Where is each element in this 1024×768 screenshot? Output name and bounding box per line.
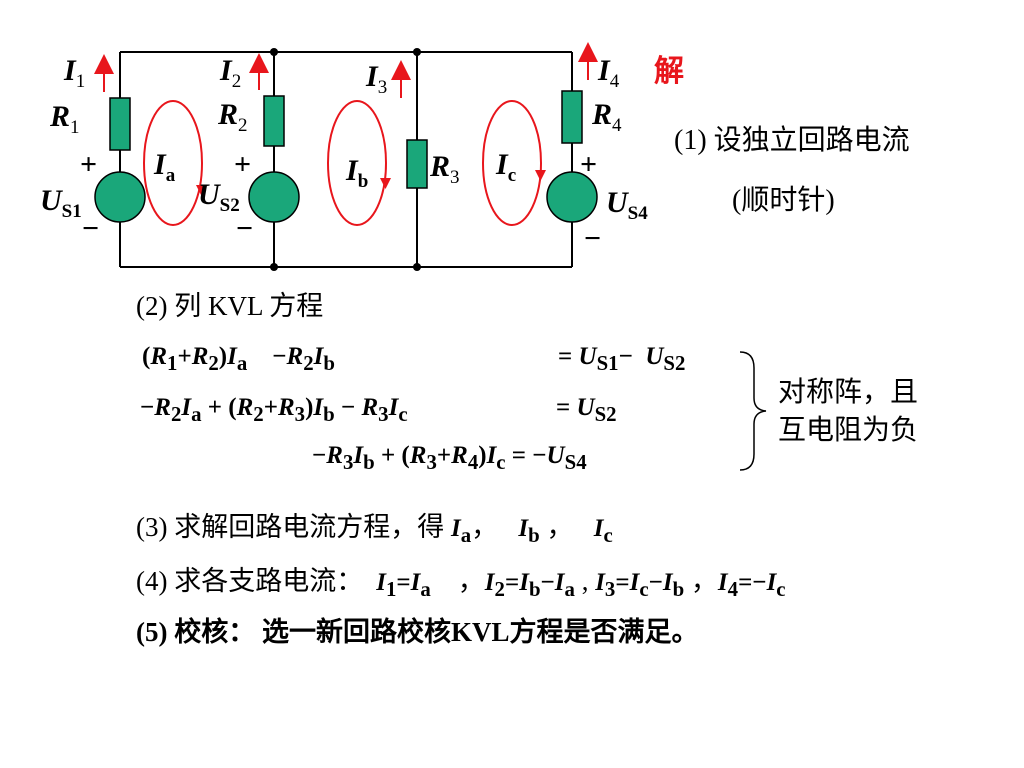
equation-brace [739, 351, 767, 471]
circuit-wires [119, 51, 573, 268]
resistor-r1 [109, 97, 131, 151]
current-label-i3: I3 [366, 60, 388, 98]
resistor-label-r3: R3 [430, 150, 460, 188]
loop-arrow-ia [196, 185, 207, 196]
step4: (4) 求各支路电流： I1=Ia ，I2=Ib−Ia , I3=Ic−Ib ，… [136, 566, 786, 601]
resistor-label-r2: R2 [218, 98, 248, 136]
note-line1: 对称阵，且 [778, 377, 919, 408]
solution-label: 解 [654, 55, 684, 88]
loop-label-ia: Ia [154, 148, 176, 186]
loop-arrow-ic [535, 170, 546, 181]
kvl-equation-2: −R2Ia + (R2+R3)Ib − R3Ic [140, 394, 408, 426]
minus-sign-us2: − [236, 212, 254, 245]
loop-current-ia [143, 100, 203, 226]
note-line2: 互电阻为负 [778, 415, 919, 446]
step2-heading: (2) 列 KVL 方程 [136, 291, 324, 321]
voltage-source-us2 [248, 171, 300, 223]
plus-sign-us2: + [234, 148, 252, 181]
junction-nodes [270, 48, 421, 271]
plus-sign-us1: + [80, 148, 98, 181]
kvl-equation-3: −R3Ib + (R3+R4)Ic = −US4 [312, 442, 587, 474]
source-label-us4: US4 [606, 186, 648, 224]
loop-current-ib [327, 100, 387, 226]
loop-label-ic: Ic [496, 148, 517, 186]
resistor-r3 [406, 139, 428, 189]
voltage-source-us1 [94, 171, 146, 223]
minus-sign-us1: − [82, 212, 100, 245]
kvl-equation-2-rhs: = US2 [556, 394, 617, 426]
step5: (5) 校核： 选一新回路校核KVL方程是否满足。 [136, 617, 699, 647]
resistor-r2 [263, 95, 285, 147]
step3: (3) 求解回路电流方程，得 Ia， Ib ， Ic [136, 512, 613, 547]
current-label-i1: I1 [64, 54, 86, 92]
source-label-us1: US1 [40, 184, 82, 222]
loop-arrow-ib [380, 178, 391, 189]
current-label-i4: I4 [598, 54, 620, 92]
plus-sign-us4: + [580, 148, 598, 181]
voltage-source-us4 [546, 171, 598, 223]
resistor-label-r4: R4 [592, 98, 622, 136]
loop-label-ib: Ib [346, 154, 369, 192]
step1-line1: (1) 设独立回路电流 [674, 125, 910, 156]
loop-current-ic [482, 100, 542, 226]
step1-line2: (顺时针) [732, 185, 835, 216]
resistor-label-r1: R1 [50, 100, 80, 138]
source-label-us2: US2 [198, 178, 240, 216]
kvl-equation-1-rhs: = US1− US2 [558, 343, 686, 375]
kvl-equation-1: (R1+R2)Ia −R2Ib [142, 343, 335, 375]
current-label-i2: I2 [220, 54, 242, 92]
minus-sign-us4: − [584, 222, 602, 255]
resistor-r4 [561, 90, 583, 144]
